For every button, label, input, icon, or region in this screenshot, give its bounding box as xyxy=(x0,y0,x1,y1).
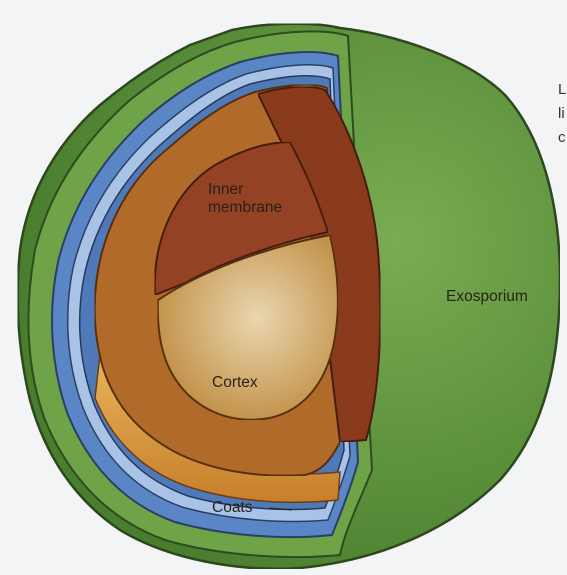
coats-label: Coats xyxy=(212,499,253,517)
side-text-line2: li xyxy=(558,102,567,126)
inner-membrane-label-line2: membrane xyxy=(208,199,282,217)
side-text-line1: L xyxy=(558,78,567,102)
cortex-label: Cortex xyxy=(212,374,258,392)
inner-membrane-label: Inner membrane xyxy=(208,181,282,217)
side-text-line3: c xyxy=(558,126,567,150)
exosporium-label: Exosporium xyxy=(446,288,528,306)
inner-membrane-label-line1: Inner xyxy=(208,181,282,199)
cropped-side-text: Llic xyxy=(558,78,567,150)
